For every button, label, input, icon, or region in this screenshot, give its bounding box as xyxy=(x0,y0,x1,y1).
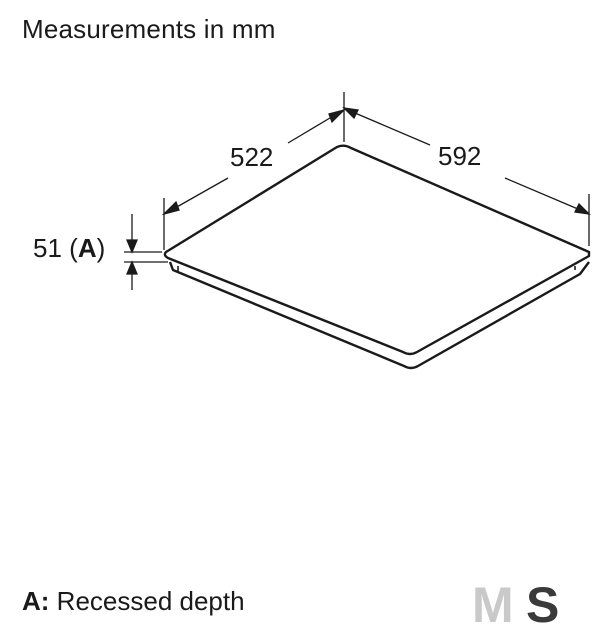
cooktop-frame-edge xyxy=(177,266,576,272)
height-label: 51 (A) xyxy=(33,233,105,263)
footnote: A: Recessed depth xyxy=(22,586,245,617)
depth-label: 522 xyxy=(230,142,273,172)
footnote-key: A: xyxy=(22,586,50,616)
height-dimension-arrows xyxy=(126,214,138,290)
height-close: ) xyxy=(97,233,106,263)
height-value: 51 ( xyxy=(33,233,78,263)
footnote-text: Recessed depth xyxy=(56,586,245,616)
logo-letter-m: M xyxy=(472,578,514,630)
logo-letter-s: S xyxy=(526,578,559,630)
width-label: 592 xyxy=(438,141,481,171)
ms-logo: M S xyxy=(472,578,559,630)
width-dimension-line xyxy=(342,107,591,215)
depth-dimension-line xyxy=(161,108,347,216)
cooktop-recessed-frame xyxy=(168,261,590,370)
page-title: Measurements in mm xyxy=(22,14,276,44)
height-key: A xyxy=(78,233,97,263)
cooktop-top-surface xyxy=(163,144,591,356)
